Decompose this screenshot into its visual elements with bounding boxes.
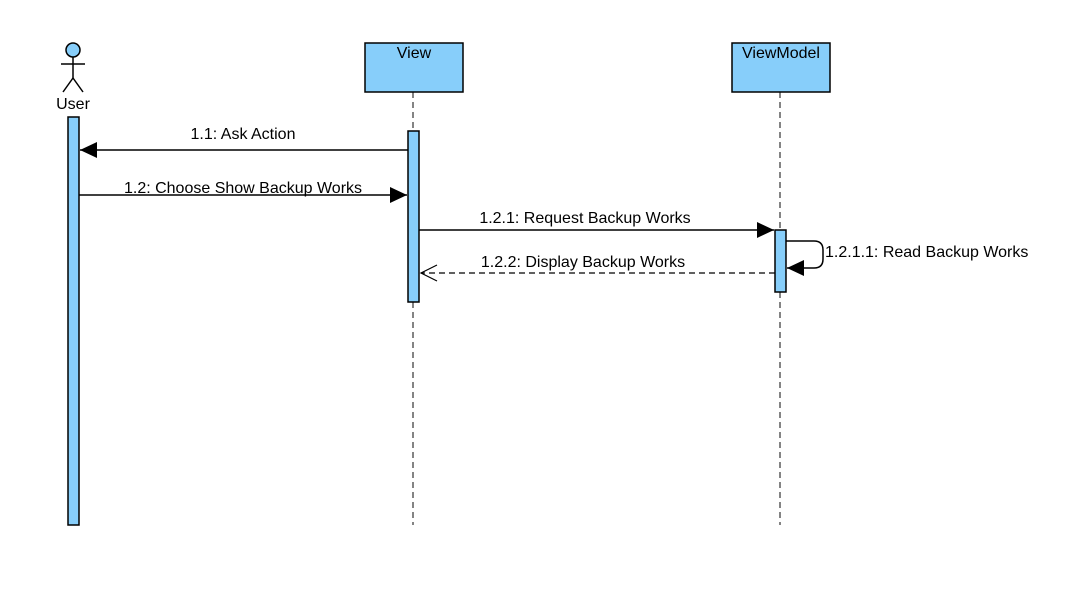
actor-user-icon [61, 42, 85, 93]
activation-user [67, 116, 80, 526]
activation-view [407, 130, 420, 303]
message-label: 1.2.1: Request Backup Works [479, 210, 690, 227]
participant-box-viewmodel [731, 42, 831, 93]
arrowhead-filled-icon [390, 187, 407, 203]
message-label: 1.2.1.1: Read Backup Works [825, 244, 1028, 261]
message-ask-action[interactable]: 1.1: Ask Action [80, 126, 408, 158]
participant-box-view [364, 42, 464, 93]
message-read-backup-works[interactable]: 1.2.1.1: Read Backup Works [786, 240, 1028, 276]
activation-viewmodel [774, 229, 787, 293]
arrowhead-filled-icon [757, 222, 774, 238]
participant-label-viewmodel: ViewModel [742, 45, 820, 62]
participant-view[interactable]: View [364, 42, 464, 93]
arrowhead-filled-icon [787, 260, 804, 276]
participant-label-view: View [397, 45, 432, 62]
participant-label-user: User [56, 96, 90, 113]
message-arrow [786, 240, 824, 269]
message-label: 1.1: Ask Action [191, 126, 296, 143]
actor-user[interactable]: User [56, 42, 91, 113]
message-request-backup-works[interactable]: 1.2.1: Request Backup Works [419, 210, 774, 238]
arrowhead-open-icon [419, 264, 438, 282]
message-display-backup-works[interactable]: 1.2.2: Display Backup Works [419, 254, 775, 282]
participant-viewmodel[interactable]: ViewModel [731, 42, 831, 93]
message-label: 1.2.2: Display Backup Works [481, 254, 685, 271]
message-choose-show-backup-works[interactable]: 1.2: Choose Show Backup Works [79, 180, 407, 203]
arrowhead-filled-icon [80, 142, 97, 158]
message-label: 1.2: Choose Show Backup Works [124, 180, 362, 197]
